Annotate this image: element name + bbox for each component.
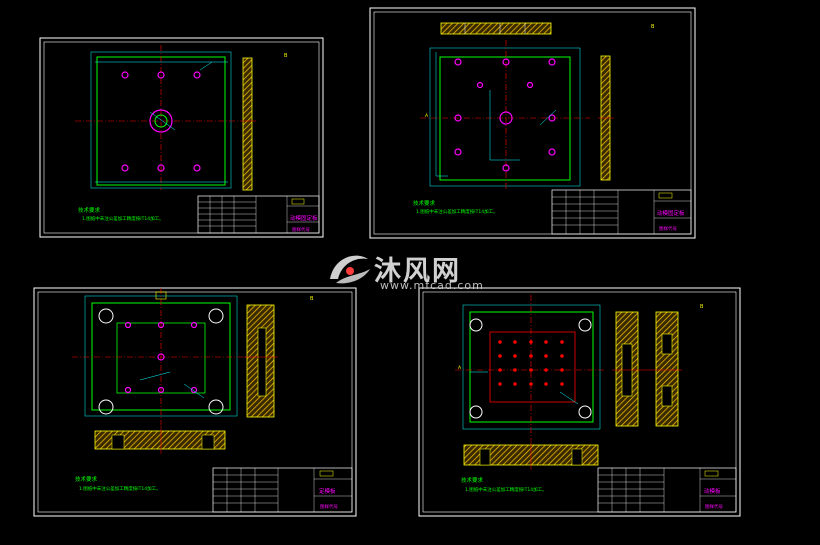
part-title: 动模固定板: [657, 209, 685, 217]
svg-text:A: A: [458, 365, 462, 371]
title-block: 动模板 图样代号: [597, 467, 737, 513]
roughness-mark: B: [284, 53, 288, 59]
drawing-number: 图样代号: [320, 503, 338, 510]
drawing-number: 图样代号: [659, 225, 677, 232]
plate-plan-view: A: [455, 295, 605, 440]
plate-plan-view: A: [420, 40, 590, 190]
tech-requirements-heading: 技术要求: [413, 199, 436, 207]
plate-side-view: [244, 304, 278, 418]
plate-side-view: [598, 55, 614, 181]
title-block: 定模板 图样代号: [212, 467, 353, 513]
sheet-top-left: 技术要求 1.图纸中未注公差加工精度按IT14加工。 动模固定板 图样代号 B: [39, 37, 324, 238]
drawing-number: 图样代号: [705, 503, 723, 510]
tech-requirements-heading: 技术要求: [461, 476, 484, 484]
site-watermark: 沐风网 www.mfcad.com: [326, 247, 501, 293]
part-title: 动模固定板: [290, 214, 318, 222]
svg-text:A: A: [425, 113, 429, 119]
watermark-brand: 沐风网: [374, 256, 461, 287]
tech-requirements-note: 1.图纸中未注公差加工精度按IT14加工。: [82, 215, 164, 222]
roughness-mark: B: [651, 24, 655, 30]
sheet-bottom-right: A 技术要求 1.图纸中未注公差加工精度按IT14加工。: [418, 287, 741, 517]
part-title: 定模板: [319, 487, 336, 495]
section-strip-bottom: [94, 426, 226, 454]
plate-plan-view: [72, 288, 246, 425]
roughness-mark: B: [700, 304, 704, 310]
watermark-url: www.mfcad.com: [380, 279, 484, 292]
roughness-mark: B: [310, 296, 314, 302]
sheet-bottom-left: 技术要求 1.图纸中未注公差加工精度按IT14加工。 定模板 图样代号 B: [33, 287, 357, 517]
section-strip-top: [440, 22, 552, 35]
title-block: 动模固定板 图样代号: [551, 189, 692, 235]
part-title: 动模板: [704, 487, 721, 495]
tech-requirements-note: 1.图纸中未注公差加工精度按IT14加工。: [416, 208, 498, 215]
tech-requirements-heading: 技术要求: [75, 475, 98, 483]
tech-requirements-note: 1.图纸中未注公差加工精度按IT14加工。: [79, 485, 161, 492]
section-strip-bottom: [463, 440, 599, 470]
sheet-top-right: A 技术要求 1.图纸中未注公差加工精度按IT14加工。 动模固定板 图样代号 …: [369, 7, 696, 239]
plate-side-view: [240, 57, 256, 191]
title-block: 动模固定板 图样代号: [197, 195, 320, 234]
tech-requirements-note: 1.图纸中未注公差加工精度按IT14加工。: [465, 486, 547, 493]
plate-side-view: [612, 311, 682, 427]
tech-requirements-heading: 技术要求: [78, 206, 101, 214]
drawing-number: 图样代号: [292, 226, 310, 233]
plate-plan-view: [75, 45, 240, 190]
mf-logo-icon: [330, 255, 370, 284]
